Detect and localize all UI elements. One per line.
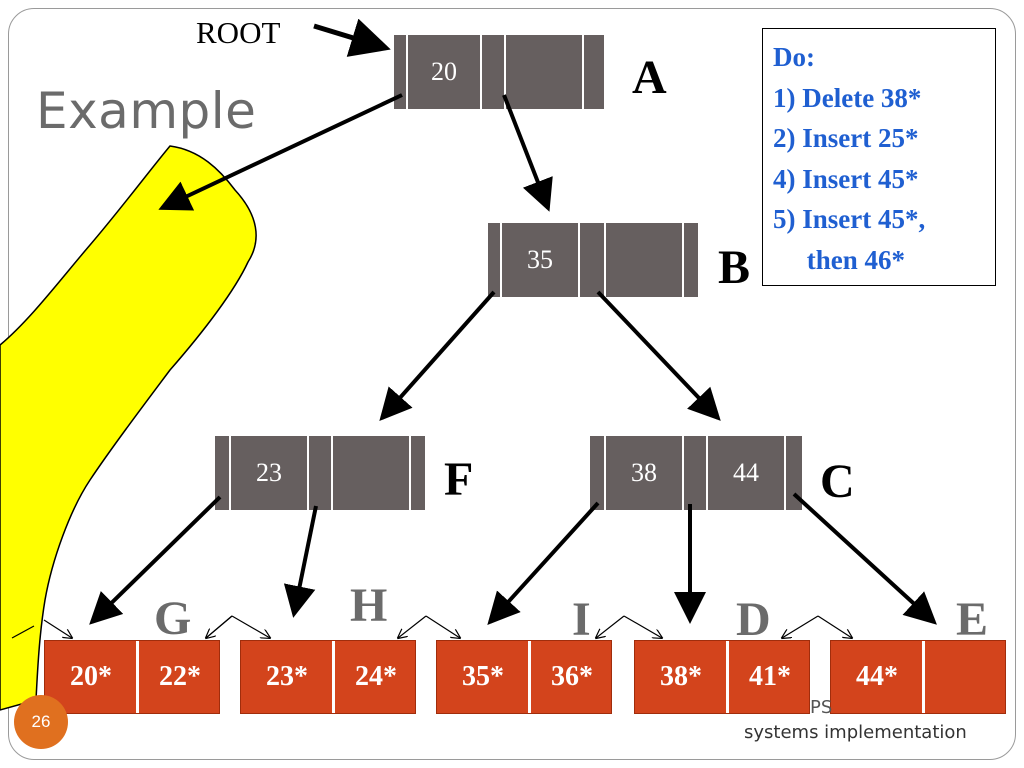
sibling-link-4b <box>817 615 852 638</box>
sibling-link-3b <box>623 615 662 638</box>
sibling-link-1b <box>206 615 233 638</box>
node-b-key-1: 35 <box>527 245 553 274</box>
node-a: 20 <box>394 35 604 109</box>
leaf-h-entry-1: 35* <box>462 661 504 692</box>
leaf-d-entry-1: 44* <box>856 661 898 692</box>
sibling-link-4 <box>782 615 819 638</box>
root-label: ROOT <box>196 15 281 50</box>
footer-course-fragment: PS <box>810 697 832 718</box>
task-line-1: 1) Delete 38* <box>773 82 922 113</box>
leaf-label-i: I <box>572 593 591 646</box>
task-line-0: Do: <box>773 42 815 72</box>
leaf-node-1: 20* 22* <box>44 640 220 714</box>
node-c-label: C <box>820 455 855 508</box>
slide-title: Example <box>36 82 257 140</box>
sibling-link-2 <box>398 615 427 638</box>
sibling-link-3 <box>596 615 625 638</box>
leaf-label-e: E <box>956 593 989 646</box>
node-a-key-1: 20 <box>431 57 457 86</box>
node-a-label: A <box>632 51 667 104</box>
node-c-key-1: 38 <box>631 458 657 487</box>
node-f: 23 <box>215 436 425 510</box>
node-b-label: B <box>718 241 751 294</box>
page-number-badge: 26 <box>14 695 68 749</box>
leaf-1-entry-2: 22* <box>159 661 201 692</box>
task-line-4: 5) Insert 45*, <box>773 204 926 234</box>
arrow-b-c <box>596 290 721 421</box>
sibling-link-2b <box>425 615 460 638</box>
arrow-a-b <box>502 94 553 212</box>
task-line-2: 2) Insert 25* <box>773 123 919 153</box>
leaf-g-entry-1: 23* <box>266 661 308 692</box>
leaf-node-d: 44* <box>830 640 1006 714</box>
leaf-1-entry-1: 20* <box>70 661 112 692</box>
task-box: Do: 1) Delete 38* 2) Insert 25* 4) Inser… <box>762 28 996 286</box>
sibling-link-0 <box>11 619 72 638</box>
node-c-key-2: 44 <box>733 458 759 487</box>
node-c: 38 44 <box>590 436 802 510</box>
leaf-node-g: 23* 24* <box>240 640 416 714</box>
sibling-link-1 <box>205 615 270 638</box>
node-f-key-1: 23 <box>256 458 282 487</box>
task-line-5: then 46* <box>773 244 906 275</box>
node-f-label: F <box>444 453 474 506</box>
arrow-f-g <box>283 505 318 618</box>
node-b: 35 <box>488 223 698 297</box>
leaf-i-entry-2: 41* <box>749 661 791 692</box>
leaf-label-d: D <box>736 593 771 646</box>
arrow-a-left <box>158 93 403 211</box>
leaf-label-g: G <box>154 592 192 645</box>
leaf-g-entry-2: 24* <box>355 661 397 692</box>
arrow-b-f <box>379 290 496 421</box>
leaf-h-entry-2: 36* <box>551 661 593 692</box>
arrow-c-h <box>487 501 600 625</box>
root-arrow <box>313 18 391 57</box>
arrow-f-leaf1 <box>89 495 222 625</box>
leaf-i-entry-1: 38* <box>660 661 702 692</box>
footer-course-title: systems implementation <box>744 722 967 743</box>
task-line-3: 4) Insert 45* <box>773 163 919 194</box>
arrow-c-d <box>792 492 937 625</box>
leaf-node-h: 35* 36* <box>436 640 612 714</box>
leaf-label-h: H <box>350 579 388 632</box>
leaf-node-i: 38* 41* <box>634 640 810 714</box>
